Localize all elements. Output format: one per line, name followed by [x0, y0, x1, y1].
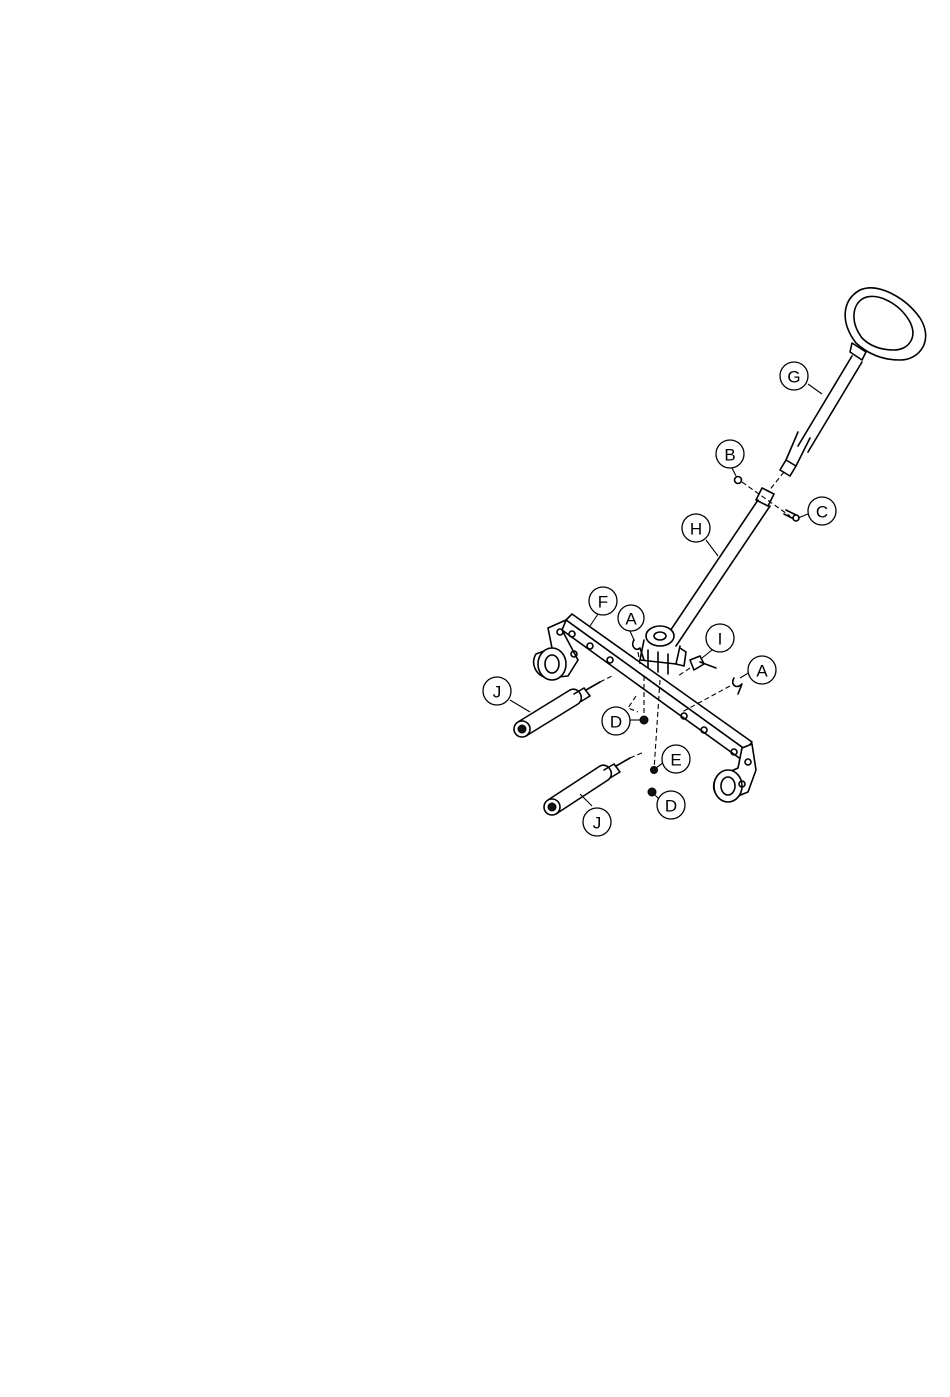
callout-a-upper: A — [618, 605, 644, 631]
callout-d-lower: D — [657, 791, 685, 819]
svg-text:A: A — [756, 662, 768, 681]
svg-text:A: A — [625, 610, 637, 629]
svg-text:E: E — [670, 751, 681, 770]
svg-text:B: B — [724, 446, 735, 465]
callout-f: F — [589, 587, 617, 615]
leader-h — [706, 540, 718, 556]
leader-i — [702, 650, 712, 658]
svg-text:D: D — [665, 797, 677, 816]
svg-text:F: F — [598, 593, 608, 612]
callout-g: G — [780, 362, 808, 390]
assembly-line-g-h — [768, 472, 784, 492]
callout-e: E — [662, 745, 690, 773]
nut-part-c — [784, 510, 799, 521]
callout-i: I — [706, 624, 734, 652]
leader-j2 — [580, 794, 592, 806]
leader-j1 — [510, 700, 530, 712]
svg-text:J: J — [493, 683, 502, 702]
leader-g — [808, 384, 822, 394]
svg-text:H: H — [690, 520, 702, 539]
callout-j-lower: J — [583, 808, 611, 836]
svg-text:I: I — [718, 630, 723, 649]
callout-j-upper: J — [483, 677, 511, 705]
roller-part-j-lower — [544, 752, 644, 815]
leader-a1 — [630, 631, 634, 640]
roller-part-j-upper — [514, 676, 612, 737]
callout-a-right: A — [748, 656, 776, 684]
clip-pin-part-a-right — [682, 678, 742, 712]
lower-handle-part-h — [664, 488, 774, 646]
callout-d-upper: D — [602, 707, 630, 735]
svg-text:C: C — [816, 503, 828, 522]
bolt-part-b — [735, 477, 791, 517]
assembly-line-bolt-3 — [628, 696, 638, 712]
svg-text:G: G — [787, 368, 800, 387]
callout-c: C — [808, 497, 836, 525]
nut-part-d-upper — [640, 716, 648, 724]
svg-text:J: J — [593, 814, 602, 833]
callout-h: H — [682, 514, 710, 542]
leader-c — [798, 514, 808, 518]
leader-f — [590, 614, 598, 626]
callout-b: B — [716, 440, 744, 468]
svg-text:D: D — [610, 713, 622, 732]
